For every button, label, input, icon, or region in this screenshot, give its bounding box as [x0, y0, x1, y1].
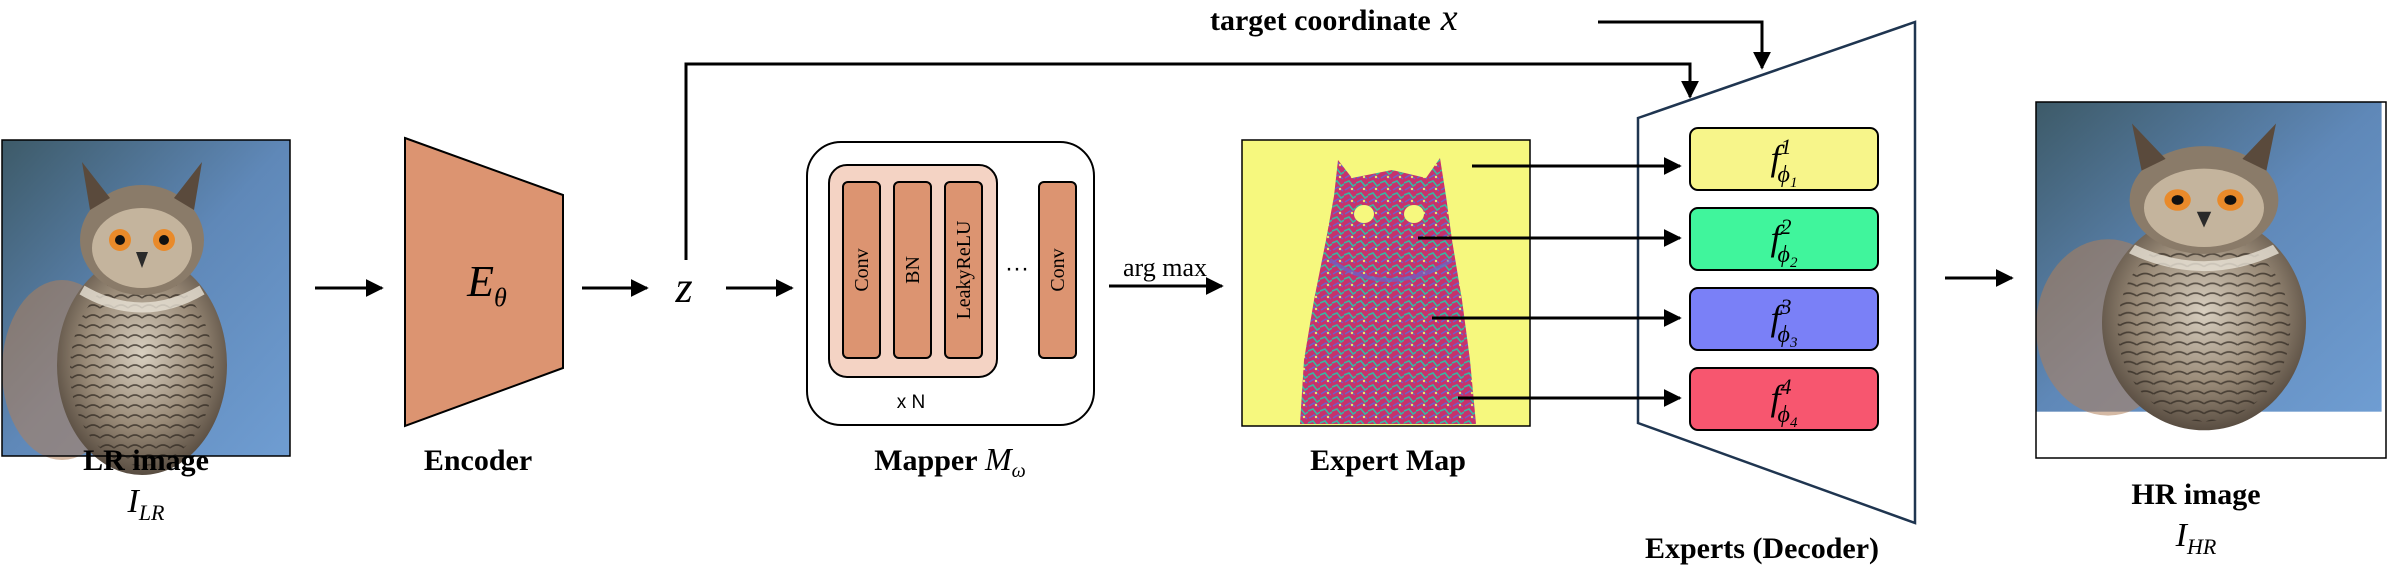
expert-4-box — [1689, 367, 1879, 431]
mapper-layer-conv-last — [1038, 181, 1077, 359]
encoder-label: Encoder — [424, 444, 532, 477]
lr-image-symbol: ILR — [126, 483, 165, 525]
mapper-layer-leakyrelu-label: LeakyReLU — [953, 220, 975, 319]
encoder-symbol: Eθ — [466, 257, 507, 312]
expert-3-box — [1689, 287, 1879, 351]
arrow-target-to-decoder — [1598, 20, 1771, 70]
decoder-label: Experts (Decoder) — [1645, 532, 1879, 565]
owl-expert-map-icon — [1300, 158, 1476, 424]
mapper-layer-conv-last-label: Conv — [1047, 248, 1069, 291]
mapper-layer-conv — [842, 181, 881, 359]
expert-1-box — [1689, 127, 1879, 191]
argmax-label: arg max — [1123, 253, 1207, 282]
hr-image-symbol: IHR — [2175, 517, 2217, 559]
mapper-layer-bn-label: BN — [902, 256, 924, 284]
expert-2-box — [1689, 207, 1879, 271]
arrow-latent-to-decoder — [684, 62, 1699, 260]
mapper-repeat-label: x N — [897, 392, 926, 413]
lr-image-frame — [1, 139, 291, 457]
lr-image-label: LR image — [83, 444, 209, 477]
hr-image-frame — [2035, 101, 2387, 459]
mapper-layer-leakyrelu — [944, 181, 983, 359]
decoder-block — [1636, 20, 1917, 525]
mapper-layers: Conv BN LeakyReLU Conv — [842, 181, 1077, 359]
encoder-block — [404, 136, 564, 428]
mapper-layer-bn — [893, 181, 932, 359]
lr-owl-photo-icon — [2, 140, 290, 475]
hr-image-label: HR image — [2131, 478, 2260, 511]
expert-map-label: Expert Map — [1310, 444, 1466, 477]
hr-owl-photo-icon — [2036, 102, 2382, 430]
mapper-label: Mapper Mω — [874, 441, 1026, 482]
mapper-ellipsis: ··· — [1005, 255, 1029, 282]
mapper-layer-conv-label: Conv — [851, 248, 873, 291]
latent-symbol: z — [674, 263, 692, 312]
